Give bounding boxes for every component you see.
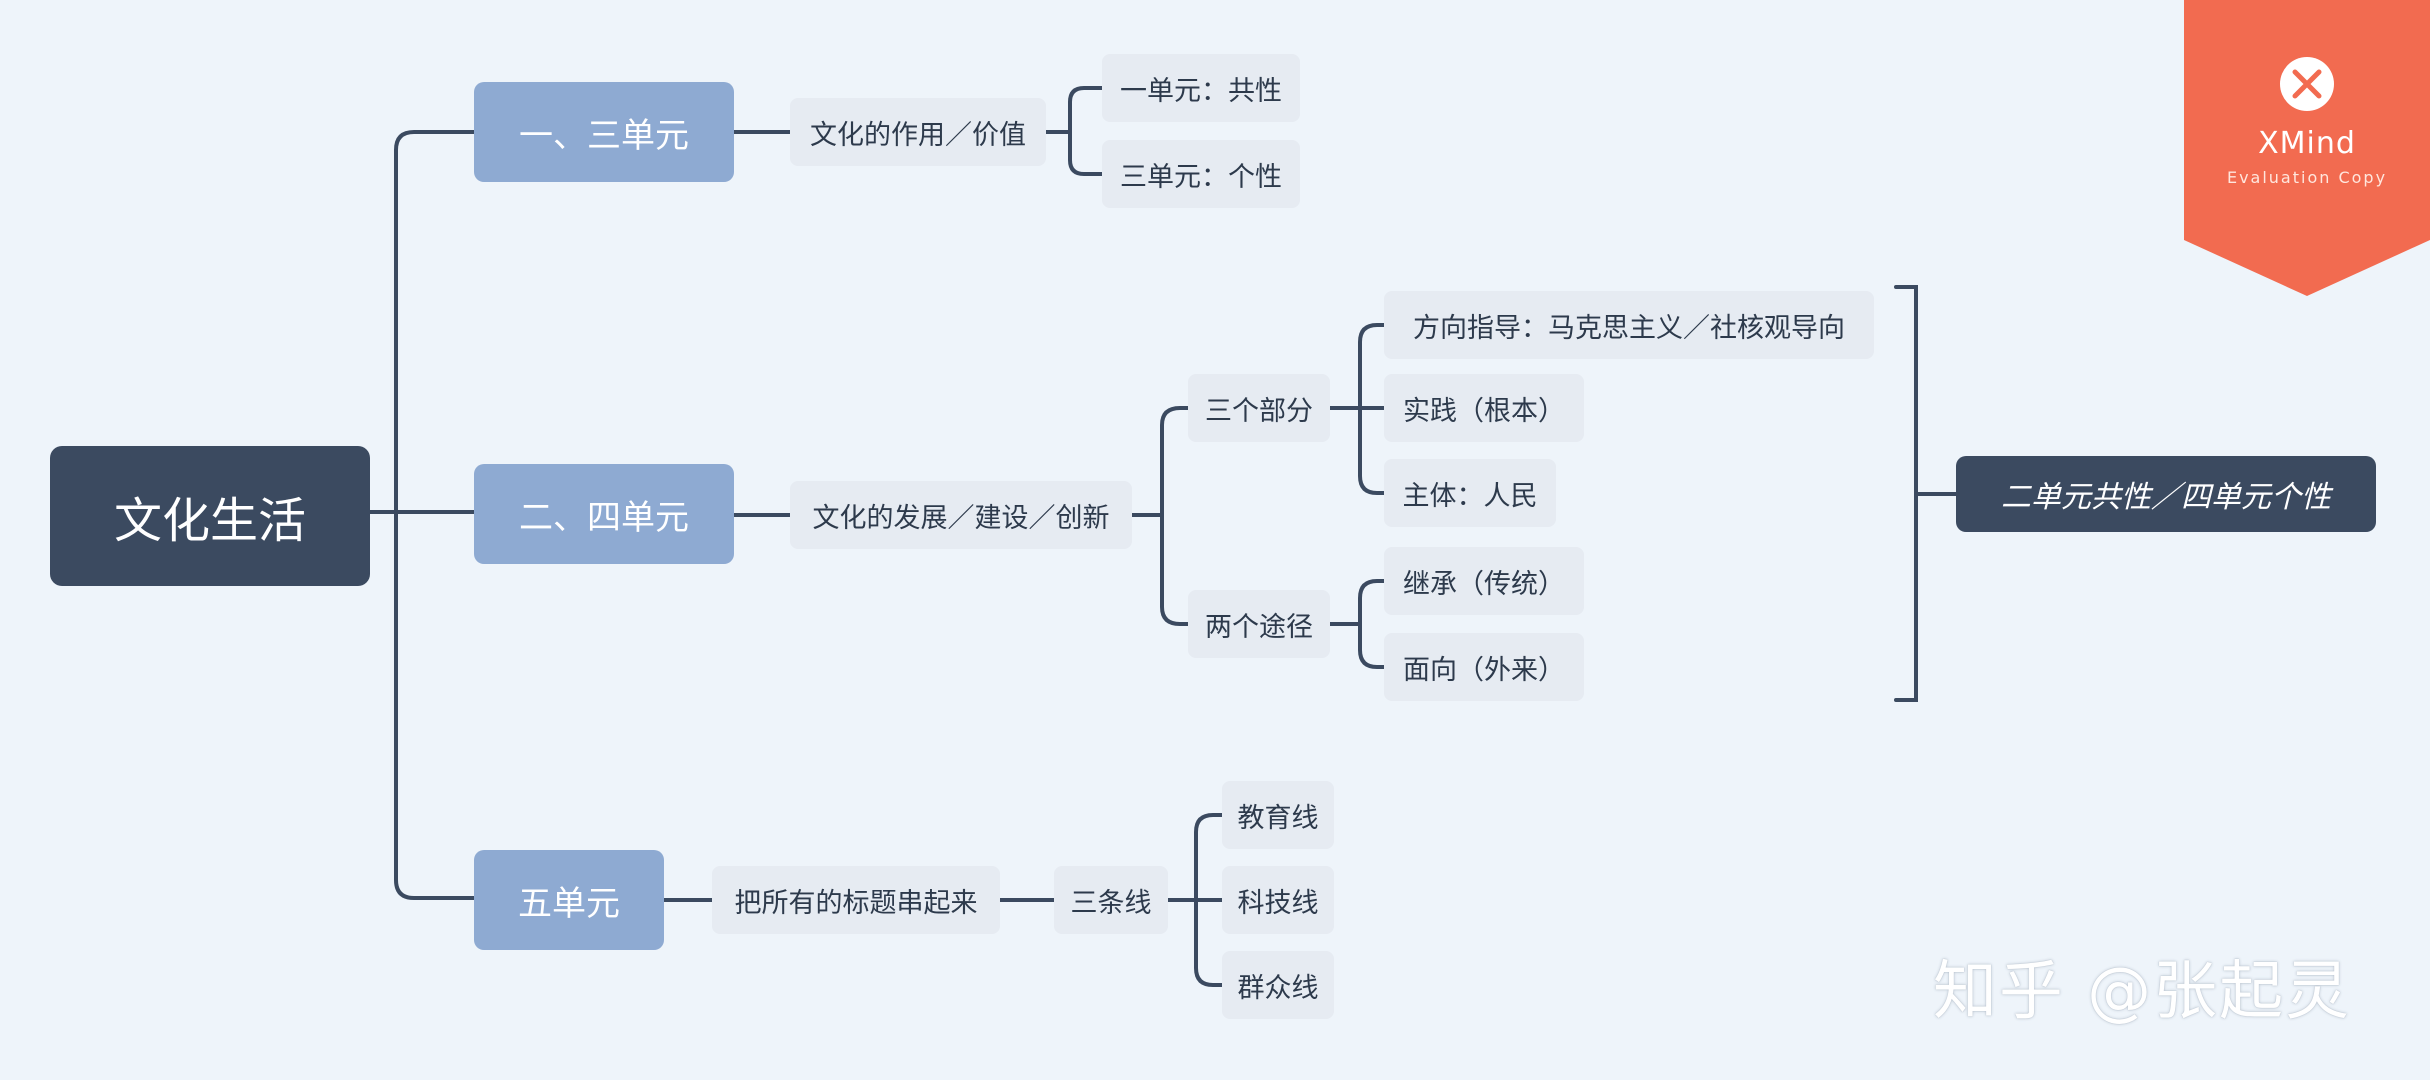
sub-node-3[interactable]: 把所有的标题串起来 [712,866,1000,934]
leaf-node-1-2[interactable]: 三单元：个性 [1102,140,1300,208]
connector-branch-1 [732,86,1104,176]
root-node[interactable]: 文化生活 [50,446,370,586]
xmind-logo-icon [2280,57,2334,111]
leaf-node-3-3[interactable]: 群众线 [1222,951,1334,1019]
leaf-node-3-2[interactable]: 科技线 [1222,866,1334,934]
grandchild-node-3[interactable]: 三条线 [1054,866,1168,934]
group-node-2-1[interactable]: 三个部分 [1188,374,1330,442]
evaluation-badge [2184,0,2430,296]
zhihu-watermark: 知乎 @张起灵 [1932,955,2352,1029]
leaf-node-2-1-3[interactable]: 主体：人民 [1384,459,1556,527]
leaf-node-2-1-1[interactable]: 方向指导：马克思主义／社核观导向 [1384,291,1874,359]
leaf-node-2-2-1[interactable]: 继承（传统） [1384,547,1584,615]
summary-bracket [1894,285,1958,702]
summary-node[interactable]: 二单元共性／四单元个性 [1956,456,2376,532]
main-node-1[interactable]: 一、三单元 [474,82,734,182]
connector-branch-2 [732,406,1190,626]
connector-root [368,130,476,900]
main-node-2[interactable]: 二、四单元 [474,464,734,564]
sub-node-2[interactable]: 文化的发展／建设／创新 [790,481,1132,549]
leaf-node-2-2-2[interactable]: 面向（外来） [1384,633,1584,701]
badge-brand-text: XMind [2258,126,2356,161]
leaf-node-3-1[interactable]: 教育线 [1222,781,1334,849]
connector-branch-3 [662,813,1224,987]
leaf-node-2-1-2[interactable]: 实践（根本） [1384,374,1584,442]
group-node-2-2[interactable]: 两个途径 [1188,590,1330,658]
main-node-3[interactable]: 五单元 [474,850,664,950]
badge-subtitle-text: Evaluation Copy [2226,168,2388,187]
connector-group-2 [1328,579,1386,669]
sub-node-1[interactable]: 文化的作用／价值 [790,98,1046,166]
connector-group-1 [1328,323,1386,495]
leaf-node-1-1[interactable]: 一单元：共性 [1102,54,1300,122]
